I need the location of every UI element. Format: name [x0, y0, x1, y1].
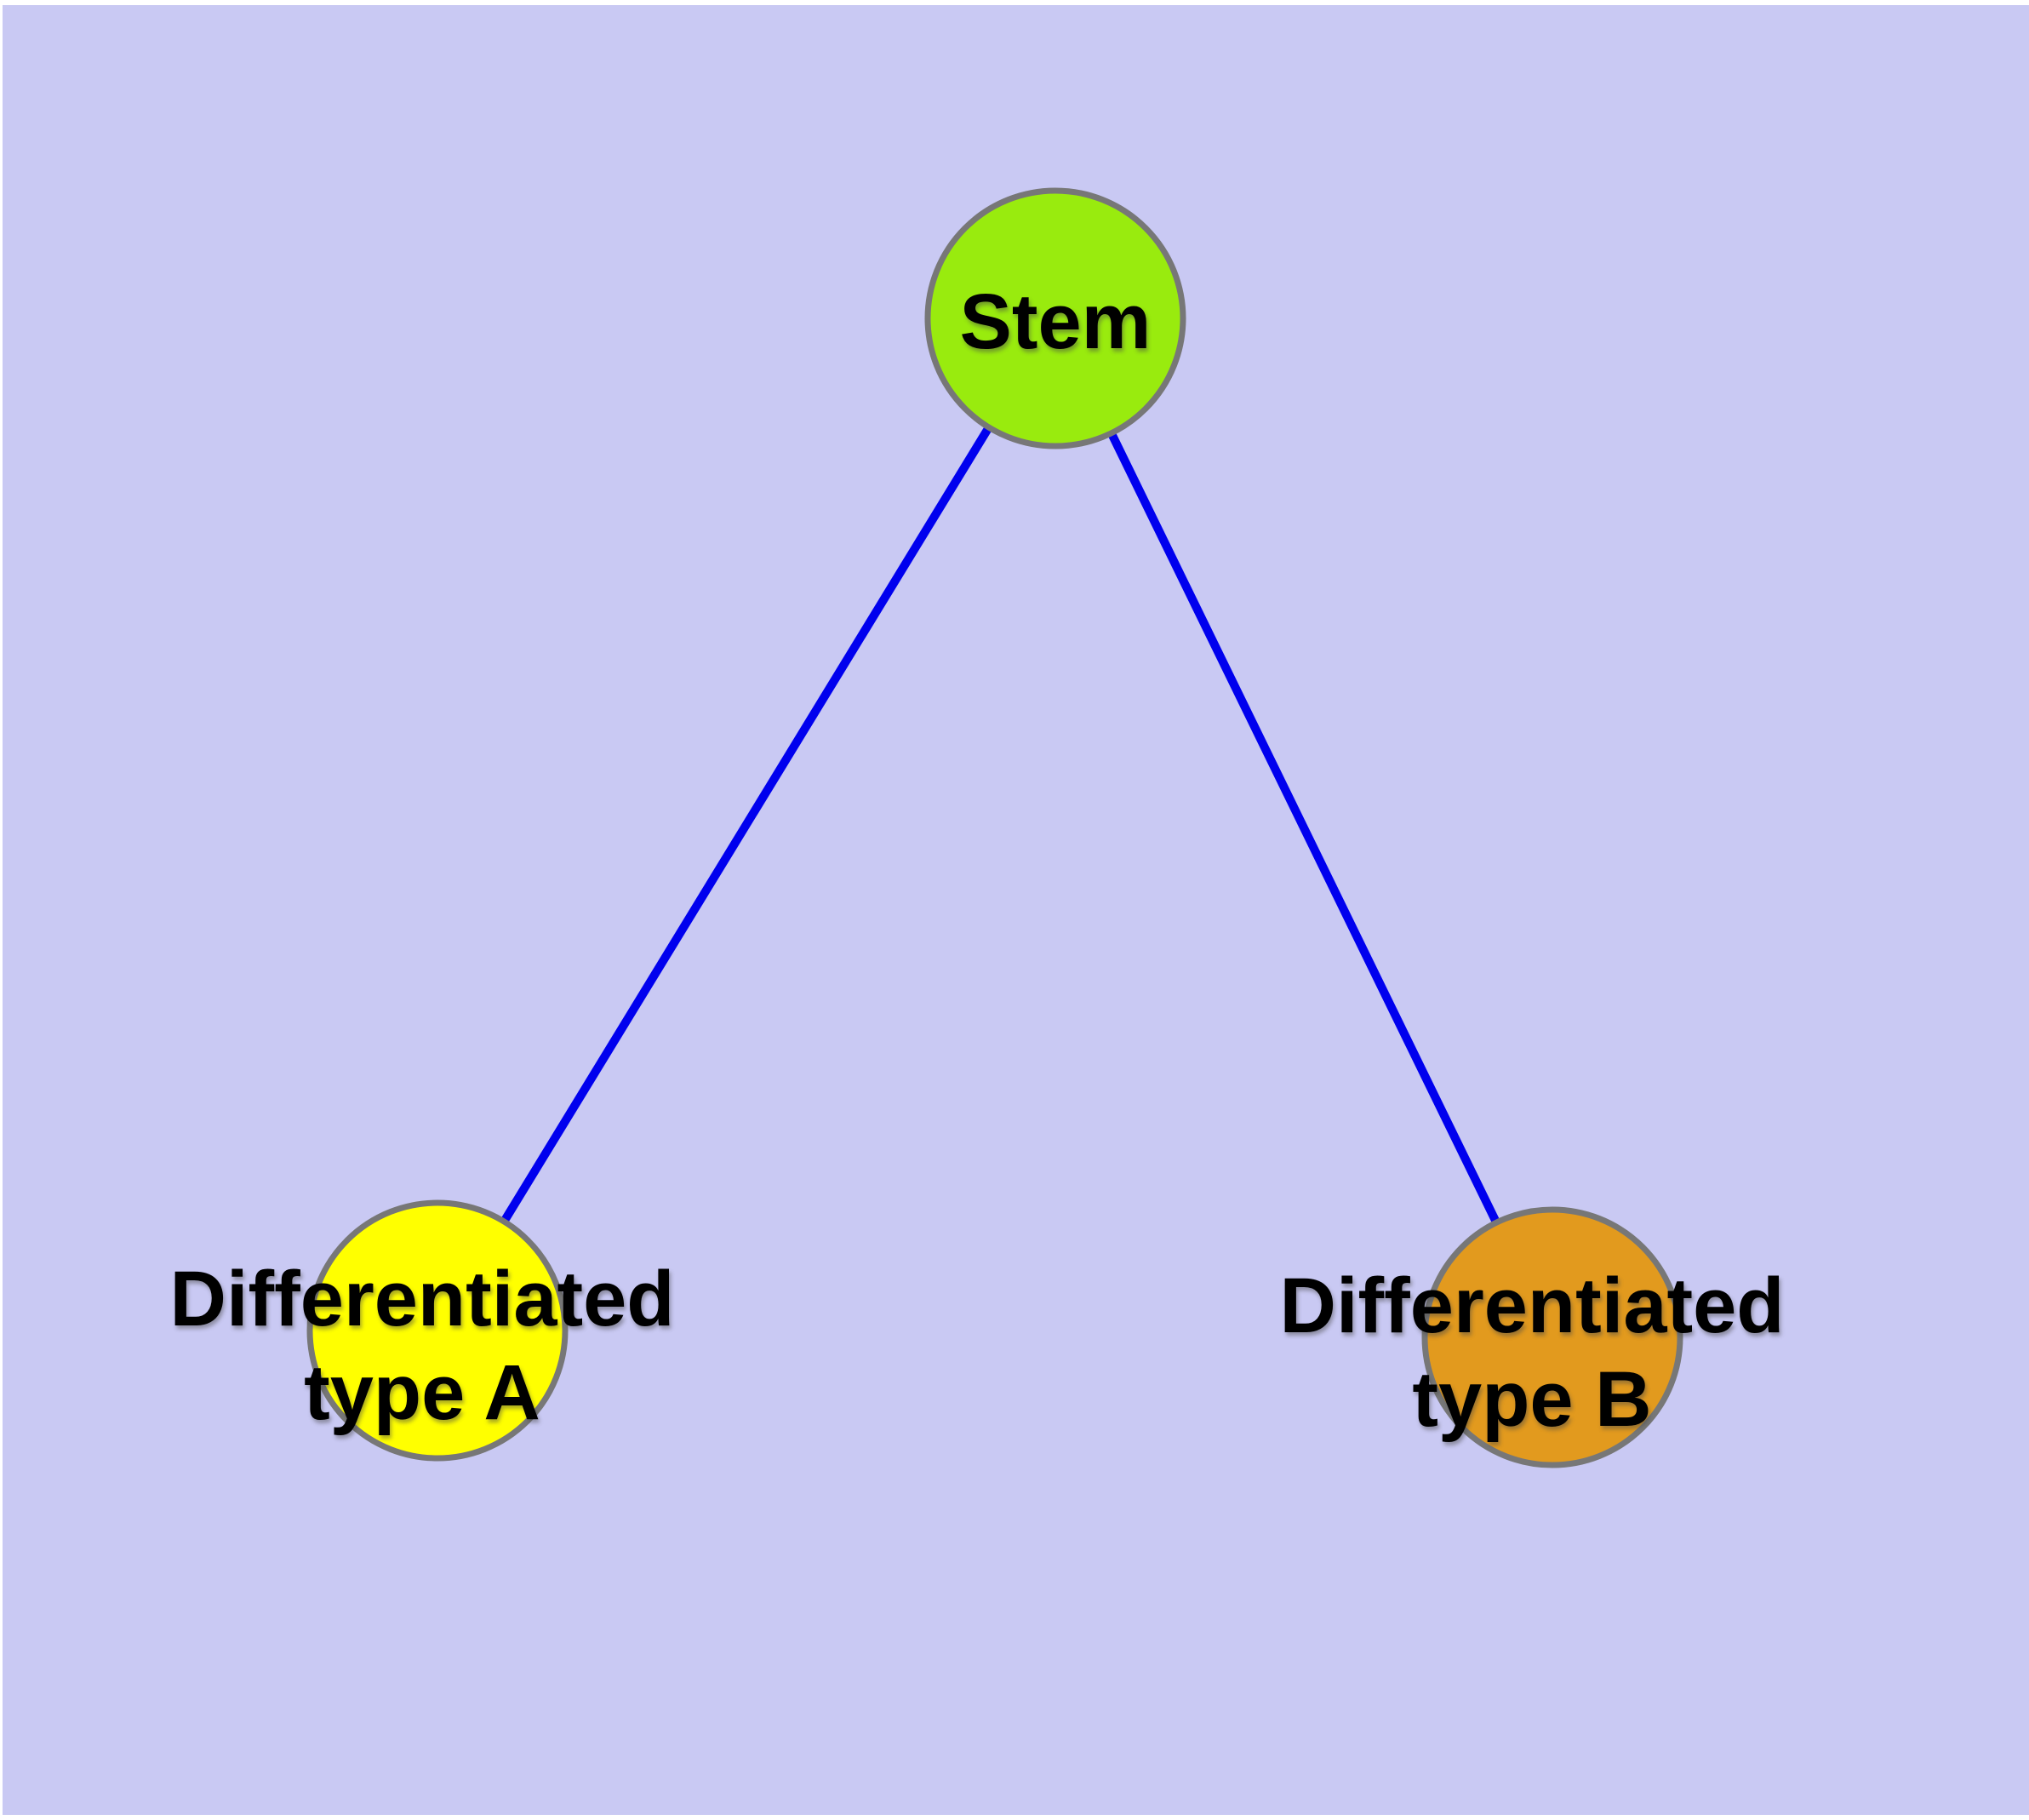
node-circle-type-a: [306, 1199, 569, 1462]
node-circle-stem: [924, 187, 1186, 449]
edge-stem-type-a: [433, 316, 1060, 1333]
node-circle-type-b: [1421, 1206, 1683, 1468]
edge-stem-type-b: [1051, 316, 1557, 1340]
